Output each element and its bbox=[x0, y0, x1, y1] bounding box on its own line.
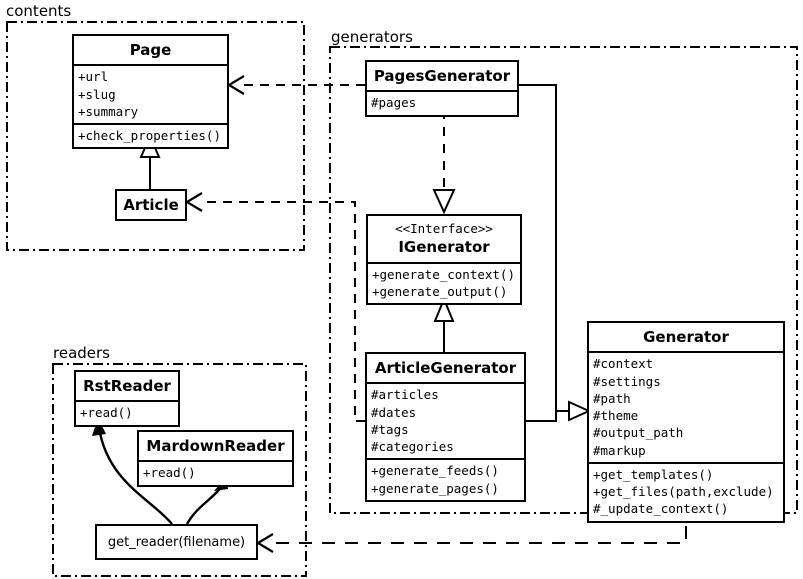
method-row: +generate_pages() bbox=[371, 480, 499, 496]
package-frame-contents bbox=[6, 21, 305, 251]
class-pages-generator-title: PagesGenerator bbox=[367, 62, 517, 93]
relation-articlegenerator-depends-article bbox=[184, 192, 365, 422]
package-label-readers: readers bbox=[53, 344, 110, 362]
class-igenerator-title: IGenerator bbox=[398, 237, 490, 256]
attribute-row: #output_path bbox=[593, 425, 684, 441]
attribute-row: #path bbox=[593, 390, 631, 406]
class-article-title: Article bbox=[123, 196, 179, 214]
relation-get-reader-returns-rstreader bbox=[92, 418, 173, 525]
class-article-generator[interactable]: ArticleGenerator #articles #dates #tags … bbox=[365, 352, 526, 502]
class-rst-reader-methods: +read() bbox=[76, 402, 178, 424]
method-row: +read() bbox=[143, 465, 196, 481]
relation-pagesgenerator-inherits-generator bbox=[519, 84, 592, 422]
class-page[interactable]: Page +url +slug +summary +check_properti… bbox=[72, 34, 229, 150]
class-igenerator[interactable]: <<Interface>> IGenerator +generate_conte… bbox=[366, 214, 522, 306]
class-page-title: Page bbox=[74, 36, 227, 67]
function-get-reader-label: get_reader(filename) bbox=[107, 534, 246, 550]
method-row: +check_properties() bbox=[78, 128, 221, 143]
class-markdown-reader[interactable]: MardownReader +read() bbox=[137, 430, 294, 487]
attribute-row: #categories bbox=[371, 439, 454, 454]
method-row: +read() bbox=[80, 405, 133, 421]
relation-generator-depends-get-reader bbox=[255, 503, 687, 553]
method-row: #_update_context() bbox=[593, 501, 729, 517]
class-generator[interactable]: Generator #context #settings #path #them… bbox=[587, 321, 785, 523]
relation-pagesgenerator-depends-page bbox=[226, 75, 365, 95]
class-igenerator-stereotype: <<Interface>> bbox=[395, 221, 493, 236]
method-row: +get_files(path,exclude) bbox=[593, 484, 774, 499]
class-article-generator-title: ArticleGenerator bbox=[367, 354, 524, 385]
relation-pagesgenerator-realizes-igenerator bbox=[432, 110, 456, 215]
attribute-row: +url bbox=[78, 69, 109, 85]
class-article[interactable]: Article bbox=[115, 189, 187, 222]
method-row: +generate_output() bbox=[372, 284, 508, 300]
attribute-row: #theme bbox=[593, 408, 639, 423]
attribute-row: #context bbox=[593, 356, 654, 372]
attribute-row: #markup bbox=[593, 442, 646, 458]
package-label-contents: contents bbox=[6, 2, 72, 20]
function-get-reader[interactable]: get_reader(filename) bbox=[95, 524, 258, 560]
package-label-generators: generators bbox=[331, 28, 413, 46]
class-generator-title: Generator bbox=[589, 323, 783, 354]
attribute-row: #pages bbox=[371, 95, 417, 111]
method-row: +generate_context() bbox=[372, 266, 515, 282]
class-pages-generator[interactable]: PagesGenerator #pages bbox=[365, 60, 519, 117]
method-row: +get_templates() bbox=[593, 466, 714, 482]
package-frame-readers bbox=[52, 363, 307, 577]
package-frame-generators bbox=[329, 46, 798, 514]
attribute-row: #settings bbox=[593, 373, 661, 389]
relation-articlegenerator-inherits-generator bbox=[526, 411, 557, 422]
class-rst-reader[interactable]: RstReader +read() bbox=[74, 370, 180, 427]
class-igenerator-methods: +generate_context() +generate_output() bbox=[368, 264, 520, 304]
class-markdown-reader-title: MardownReader bbox=[139, 432, 292, 463]
attribute-row: +summary bbox=[78, 103, 139, 119]
class-article-generator-attributes: #articles #dates #tags #categories bbox=[367, 384, 524, 461]
class-article-generator-methods: +generate_feeds() +generate_pages() bbox=[367, 460, 524, 500]
class-page-attributes: +url +slug +summary bbox=[74, 66, 227, 125]
class-markdown-reader-methods: +read() bbox=[139, 462, 292, 484]
class-generator-methods: +get_templates() +get_files(path,exclude… bbox=[589, 464, 783, 521]
attribute-row: #dates bbox=[371, 404, 417, 420]
class-generator-attributes: #context #settings #path #theme #output_… bbox=[589, 353, 783, 464]
class-rst-reader-title: RstReader bbox=[76, 372, 178, 403]
class-page-methods: +check_properties() bbox=[74, 125, 227, 147]
relation-articlegenerator-inherits-igenerator bbox=[433, 296, 455, 352]
method-row: +generate_feeds() bbox=[371, 463, 499, 479]
class-pages-generator-attributes: #pages bbox=[367, 92, 517, 114]
class-igenerator-header: <<Interface>> IGenerator bbox=[368, 216, 520, 264]
attribute-row: #articles bbox=[371, 387, 439, 403]
attribute-row: +slug bbox=[78, 86, 116, 102]
attribute-row: #tags bbox=[371, 421, 409, 437]
